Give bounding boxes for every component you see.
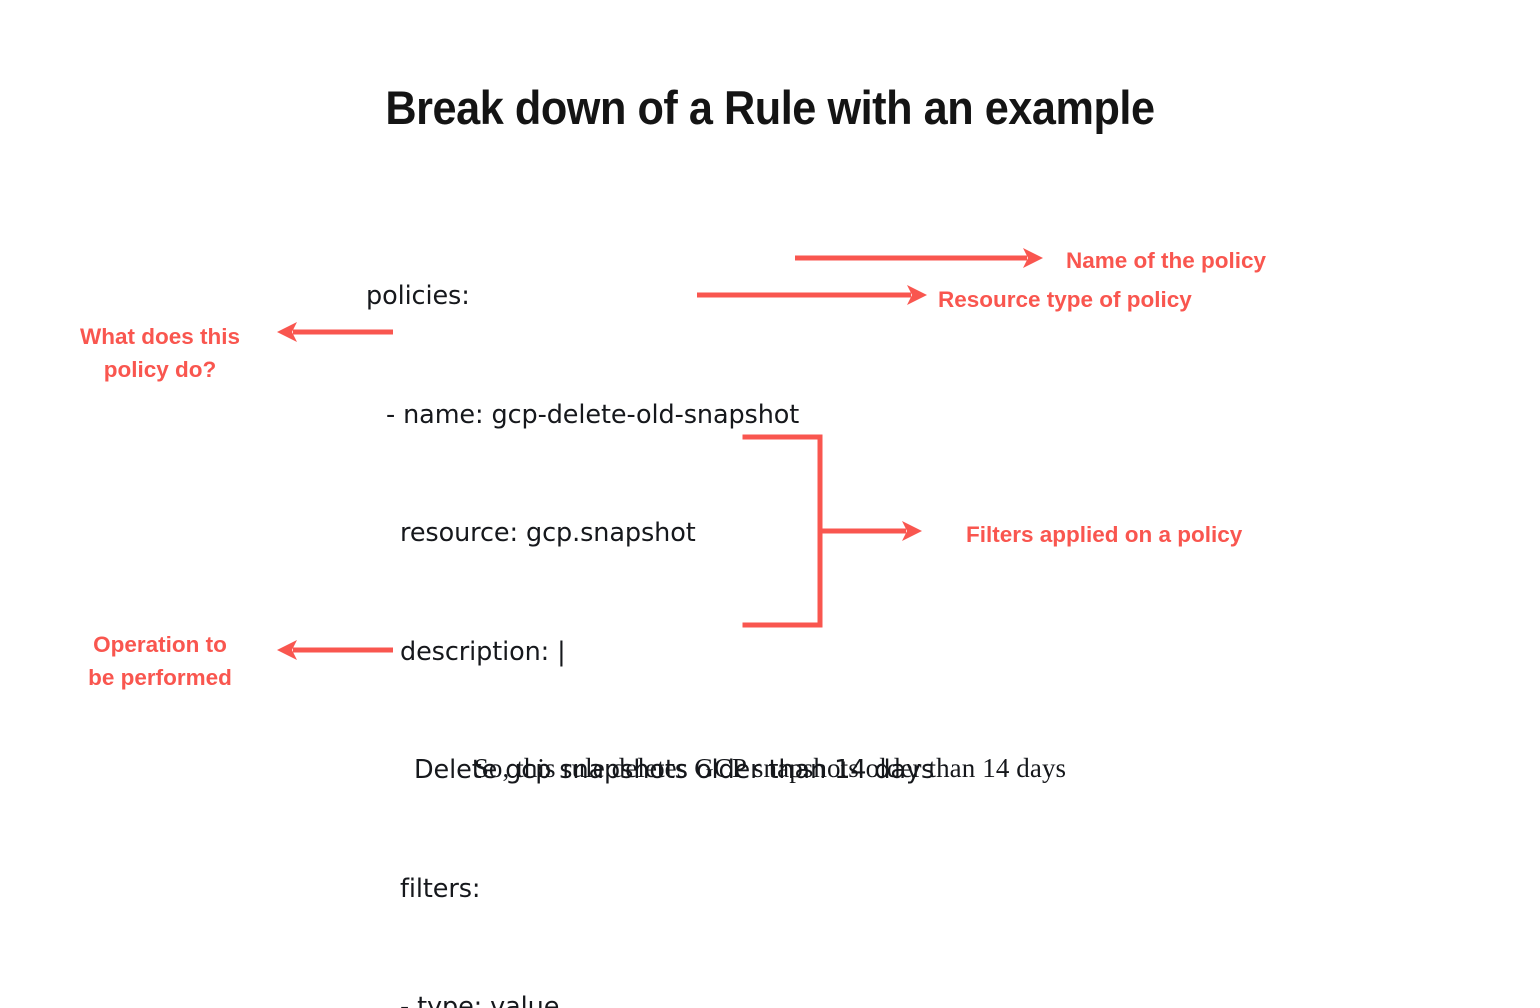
arrow-left-icon-actions — [277, 640, 393, 660]
code-line: policies: — [366, 281, 470, 311]
annotation-resource-type: Resource type of policy — [938, 287, 1192, 312]
arrow-right-icon-name — [795, 248, 1043, 268]
yaml-code-block: policies: - name: gcp-delete-old-snapsho… — [366, 198, 934, 1008]
bracket-filters-icon — [742, 434, 922, 628]
annotation-operation-performed: Operation to be performed — [88, 632, 232, 690]
code-line: - name: gcp-delete-old-snapshot — [386, 399, 800, 430]
annotation-filters-applied: Filters applied on a policy — [966, 522, 1243, 547]
code-line: - type: value — [400, 992, 560, 1008]
code-line: resource: gcp.snapshot — [400, 518, 696, 548]
page-title: Break down of a Rule with an example — [385, 81, 1155, 134]
annotation-what-does-policy-do: What does this policy do? — [79, 324, 240, 382]
arrow-left-icon-description — [277, 322, 393, 342]
code-line: filters: — [400, 873, 481, 904]
annotation-name-of-policy: Name of the policy — [1066, 248, 1267, 273]
code-line: description: | — [400, 636, 566, 667]
footer-caption: So, this rule deletes GCP snapshots olde… — [473, 753, 1067, 783]
code-line: Delete gcp snapshots older than 14 days — [414, 755, 935, 785]
arrow-right-icon-resource — [697, 285, 927, 305]
